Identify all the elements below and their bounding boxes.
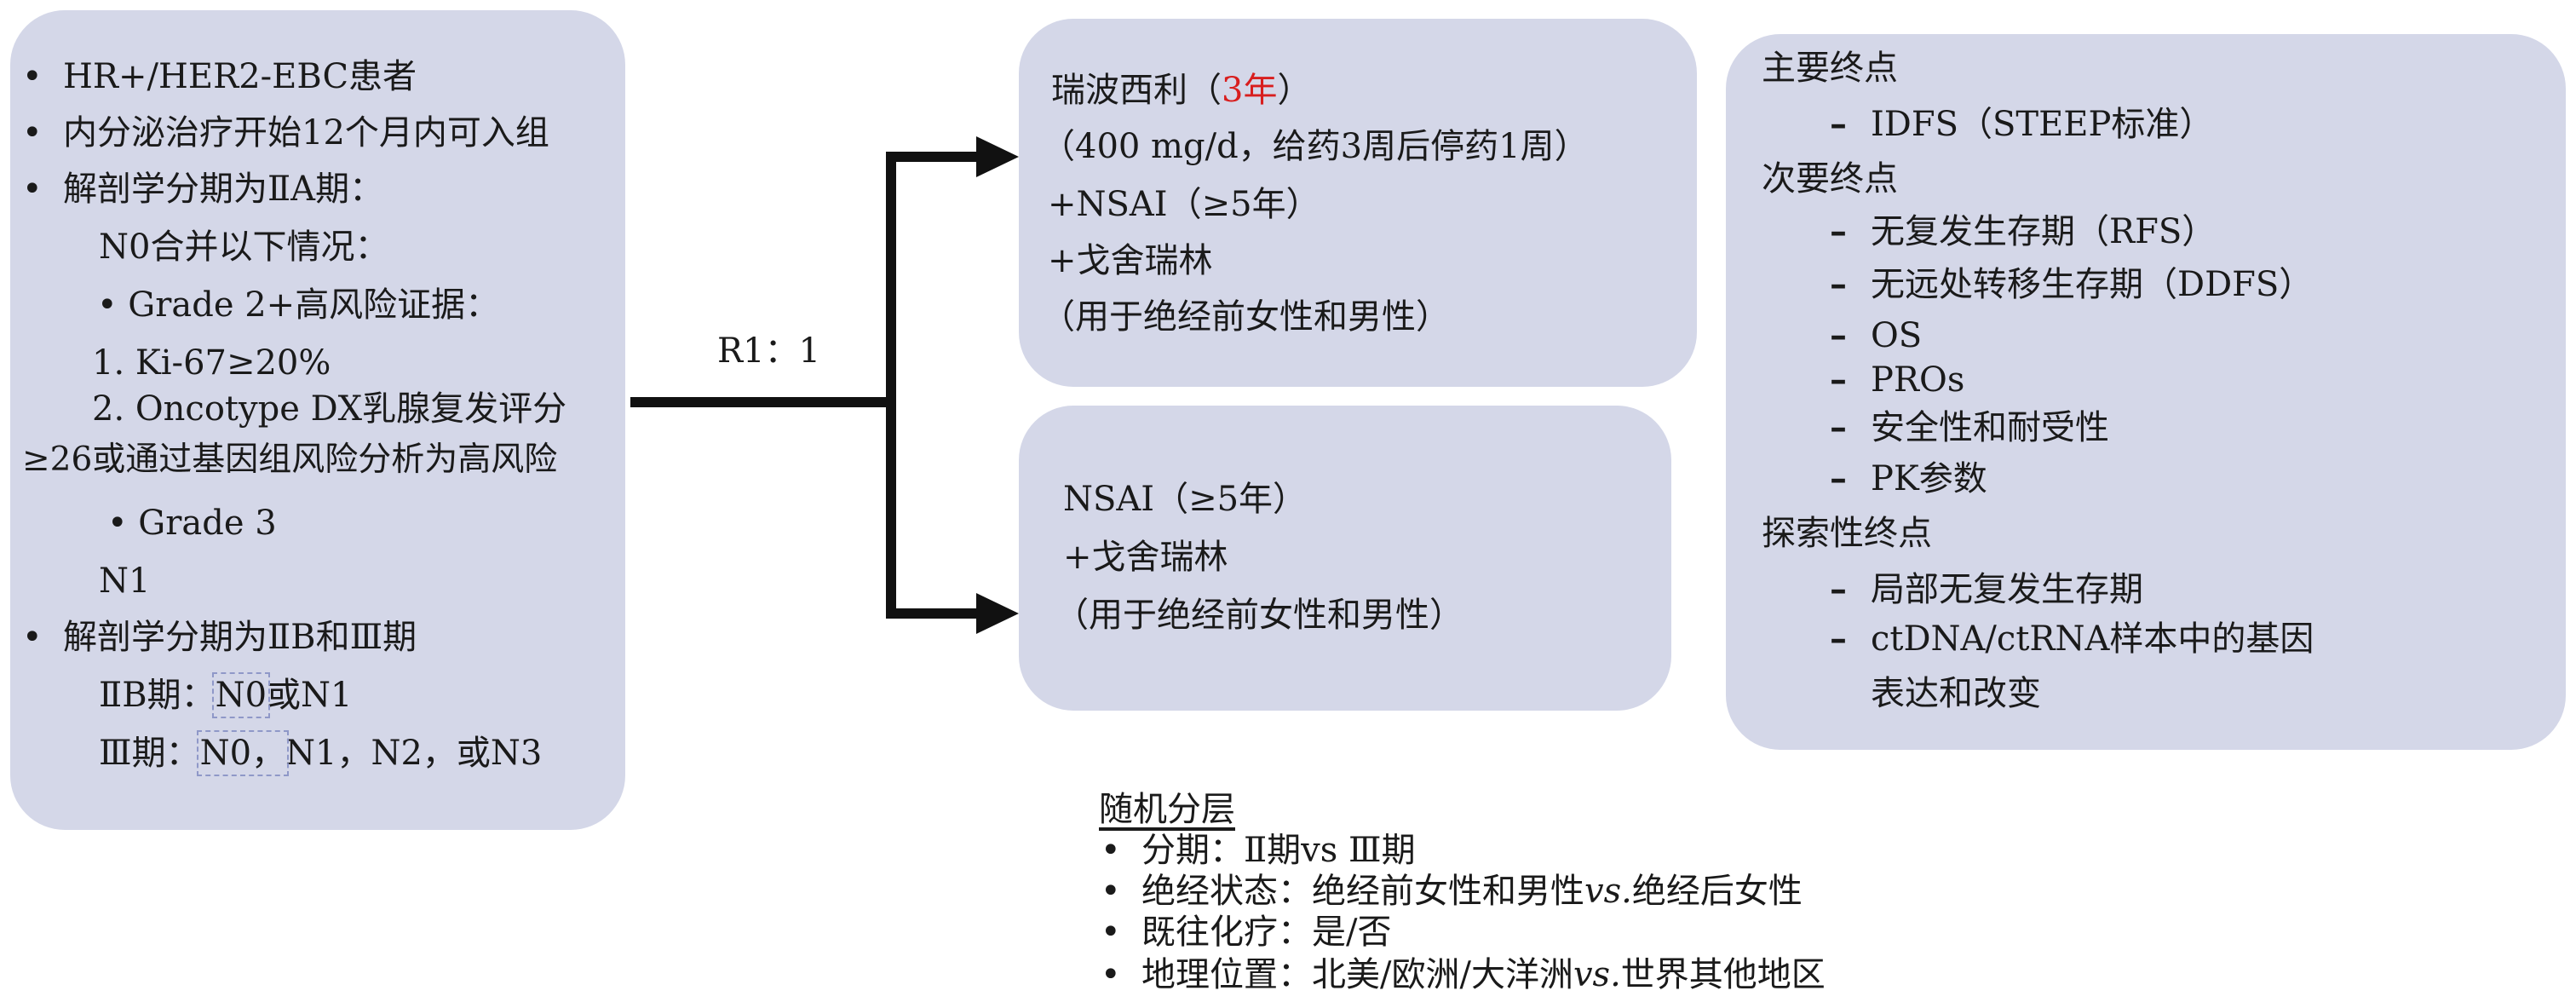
stratification-item-stage: 分期：Ⅱ期vs Ⅲ期 — [1101, 833, 1416, 867]
eligibility-n1: N1 — [99, 562, 151, 601]
arm1-goserelin: +戈舍瑞林 — [1048, 241, 1213, 280]
eligibility-stage-iii: Ⅲ期：N0，N1，N2，或N3 — [99, 730, 543, 776]
secondary-endpoint-item: OS — [1830, 319, 1922, 353]
endpoints-box: 主要终点 IDFS（STEEP标准） 次要终点 无复发生存期（RFS） 无远处转… — [1726, 34, 2566, 750]
stage-iib-n0: N0 — [211, 672, 271, 718]
arm1-drug-line: 瑞波西利（3年） — [1051, 73, 1311, 107]
secondary-endpoint-item: 无远处转移生存期（DDFS） — [1830, 268, 2313, 302]
arm1-drug-name: 瑞波西利（ — [1051, 71, 1222, 110]
secondary-endpoint-title: 次要终点 — [1762, 159, 1898, 199]
exploratory-endpoint-item: 局部无复发生存期 — [1830, 573, 2143, 607]
eligibility-ki67: 1. Ki-67≥20% — [92, 343, 331, 383]
arm1-nsai: +NSAI（≥5年） — [1048, 185, 1320, 224]
eligibility-oncotype: 2. Oncotype DX乳腺复发评分 — [92, 389, 567, 429]
geography-vs: vs. — [1573, 955, 1621, 994]
primary-endpoint-title: 主要终点 — [1762, 49, 1898, 88]
secondary-endpoint-item: 无复发生存期（RFS） — [1830, 215, 2216, 249]
stage-iib-rest: 或N1 — [267, 676, 353, 715]
arm2-goserelin: +戈舍瑞林 — [1063, 538, 1228, 577]
eligibility-bullet-stage-iib-iii: 解剖学分期为ⅡB和Ⅲ期 — [22, 620, 417, 654]
exploratory-endpoint-item: ctDNA/ctRNA样本中的基因 — [1830, 622, 2314, 656]
secondary-endpoint-item: PK参数 — [1830, 462, 1987, 496]
eligibility-grade2: • Grade 2+高风险证据： — [97, 285, 500, 325]
eligibility-bullet-stage-iia: 解剖学分期为ⅡA期： — [22, 172, 383, 206]
arm1-drug-close: ） — [1277, 71, 1312, 110]
arm2-nsai: NSAI（≥5年） — [1063, 480, 1308, 519]
stratification-title: 随机分层 — [1099, 790, 1235, 829]
exploratory-endpoint-item-cont: 表达和改变 — [1871, 674, 2041, 713]
arm2-box: NSAI（≥5年） +戈舍瑞林 （用于绝经前女性和男性） — [1019, 406, 1671, 711]
menopause-pre: 绝经状态：绝经前女性和男性 — [1141, 872, 1584, 911]
eligibility-n0-title: N0合并以下情况： — [99, 228, 389, 267]
arm2-arrowhead — [976, 593, 1019, 634]
eligibility-stage-iib: ⅡB期：N0或N1 — [99, 672, 353, 718]
secondary-endpoint-item: PROs — [1830, 363, 1965, 397]
eligibility-oncotype-cont: ≥26或通过基因组风险分析为高风险 — [22, 441, 558, 479]
stratification-item-chemo: 既往化疗：是/否 — [1101, 915, 1392, 949]
arm1-duration-red: 3年 — [1222, 71, 1278, 110]
eligibility-bullet-hr: HR+/HER2-EBC患者 — [22, 60, 417, 94]
arm1-box: 瑞波西利（3年） （400 mg/d，给药3周后停药1周） +NSAI（≥5年）… — [1019, 19, 1697, 387]
stratification-item-geography: 地理位置：北美/欧洲/大洋洲vs.世界其他地区 — [1101, 955, 1826, 994]
exploratory-endpoint-title: 探索性终点 — [1762, 514, 1932, 553]
menopause-post: 绝经后女性 — [1631, 872, 1803, 911]
arm2-population: （用于绝经前女性和男性） — [1055, 596, 1463, 635]
secondary-endpoint-item: 安全性和耐受性 — [1830, 411, 2109, 445]
geography-na-eu: 地理位置：北美/欧洲/大洋洲 — [1141, 955, 1573, 994]
primary-endpoint-item: IDFS（STEEP标准） — [1830, 107, 2213, 141]
eligibility-grade3: • Grade 3 — [107, 504, 277, 543]
stage-iii-n0: N0， — [196, 730, 290, 776]
arm1-population: （用于绝经前女性和男性） — [1041, 297, 1450, 337]
arm1-arrowhead — [976, 136, 1019, 177]
menopause-vs: vs. — [1584, 872, 1632, 911]
eligibility-bullet-endocrine: 内分泌治疗开始12个月内可入组 — [22, 116, 549, 150]
arm1-dose: （400 mg/d，给药3周后停药1周） — [1041, 127, 1589, 166]
stage-iii-rest: N1，N2，或N3 — [285, 734, 543, 773]
stratification-item-menopause: 绝经状态：绝经前女性和男性vs.绝经后女性 — [1101, 872, 1803, 911]
stage-iib-prefix: ⅡB期： — [99, 676, 216, 715]
geography-rest: 世界其他地区 — [1620, 955, 1826, 994]
eligibility-box: HR+/HER2-EBC患者 内分泌治疗开始12个月内可入组 解剖学分期为ⅡA期… — [10, 10, 625, 830]
randomization-ratio-label: R1：1 — [717, 331, 821, 371]
stage-iii-prefix: Ⅲ期： — [99, 734, 200, 773]
